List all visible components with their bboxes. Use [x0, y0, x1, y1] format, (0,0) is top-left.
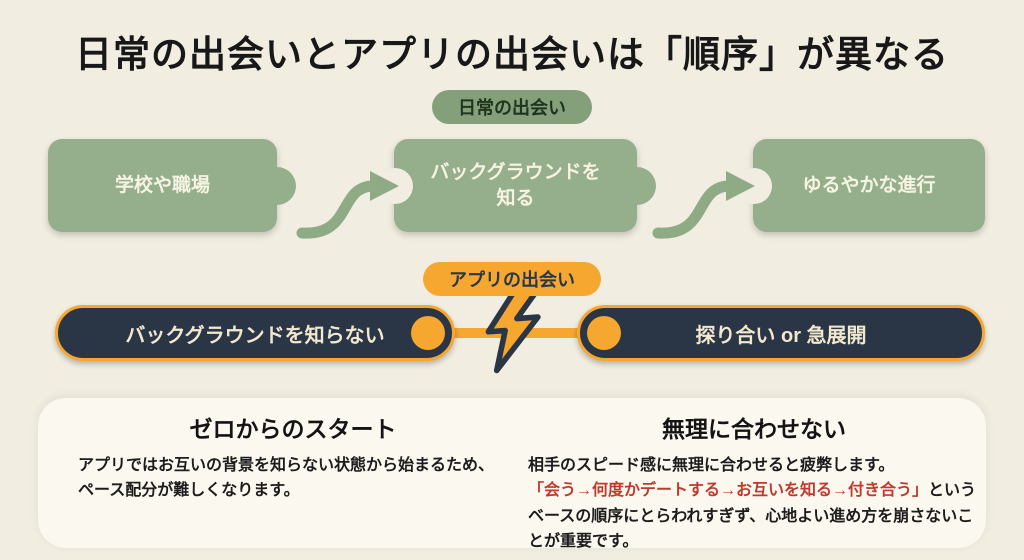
app-bar-probing-or-rapid: 探り合い or 急展開 — [577, 305, 985, 361]
puzzle-socket-icon — [377, 167, 413, 204]
card-body: アプリではお互いの背景を知らない状態から始まるため、ペース配分が難しくなります。 — [78, 457, 495, 500]
bar-label: バックグラウンドを知らない — [125, 324, 385, 347]
puzzle-piece-know-background: バックグラウンドを知る — [377, 139, 656, 232]
orange-dot-icon — [587, 316, 621, 350]
summary-card: ゼロからのスタート アプリではお互いの背景を知らない状態から始まるため、ペース配… — [38, 398, 986, 550]
app-bar-no-background: バックグラウンドを知らない — [55, 305, 455, 361]
puzzle-knob-icon — [618, 166, 656, 205]
puzzle-piece-label: バックグラウンドを知る — [430, 161, 601, 209]
bar-label: 探り合い or 急展開 — [695, 324, 867, 347]
card-heading: ゼロからのスタート — [189, 416, 397, 442]
puzzle-knob-icon — [258, 166, 296, 205]
orange-dot-icon — [411, 316, 445, 350]
puzzle-piece-school-workplace: 学校や職場 — [48, 139, 296, 232]
puzzle-piece-label: ゆるやかな進行 — [802, 174, 936, 196]
page-title: 日常の出会いとアプリの出会いは「順序」が異なる — [75, 34, 949, 75]
card-body: 相手のスピード感に無理に合わせると疲弊します。「会う→何度かデートする→お互いを… — [528, 453, 980, 554]
puzzle-socket-icon — [736, 167, 772, 204]
summary-column-zero-start: ゼロからのスタート アプリではお互いの背景を知らない状態から始まるため、ペース配… — [78, 410, 508, 504]
app-encounter-badge: アプリの出会い — [423, 262, 601, 296]
highlighted-order-text: 「会う→何度かデートする→お互いを知る→付き合う」 — [528, 482, 929, 500]
summary-column-dont-force: 無理に合わせない 相手のスピード感に無理に合わせると疲弊します。「会う→何度かデ… — [528, 410, 980, 554]
card-heading: 無理に合わせない — [662, 416, 846, 442]
body-text: 相手のスピード感に無理に合わせると疲弊します。 — [528, 457, 895, 474]
puzzle-piece-label: 学校や職場 — [114, 174, 210, 196]
body-text: というベースの順序にとらわれすぎず、心地よい進め方を崩さないことが重要です。 — [528, 482, 977, 550]
puzzle-piece-gradual-progress: ゆるやかな進行 — [736, 139, 985, 232]
daily-encounter-badge: 日常の出会い — [432, 90, 592, 124]
